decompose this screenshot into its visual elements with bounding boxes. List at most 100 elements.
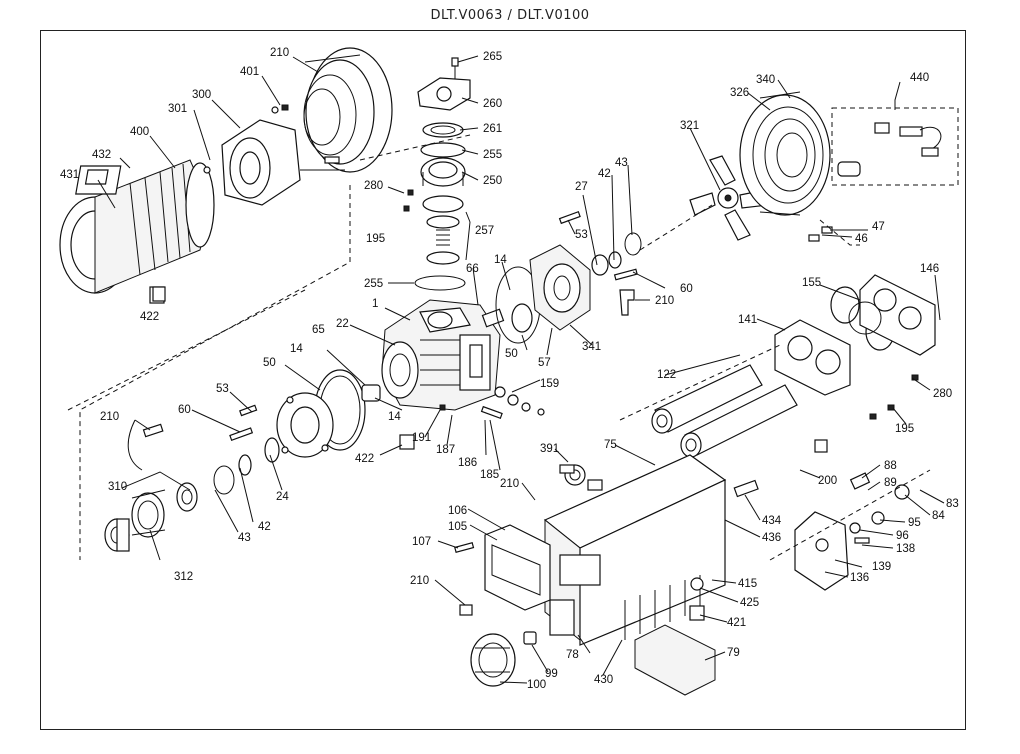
label-185: 185 xyxy=(480,469,499,481)
label-79: 79 xyxy=(727,647,740,659)
label-43-upper: 43 xyxy=(615,157,628,169)
label-436: 436 xyxy=(762,532,781,544)
diagram-title: DLT.V0063 / DLT.V0100 xyxy=(430,8,590,23)
separator-housing xyxy=(543,454,727,646)
label-280-lower: 280 xyxy=(933,388,952,400)
label-301: 301 xyxy=(168,103,187,115)
label-95: 95 xyxy=(908,517,921,529)
label-138: 138 xyxy=(896,543,915,555)
label-321: 321 xyxy=(680,120,699,132)
oil-filter xyxy=(459,604,537,687)
label-191: 191 xyxy=(412,432,431,444)
rotor-assembly-left xyxy=(213,369,381,495)
label-50-right: 50 xyxy=(505,348,518,360)
assembly-outlines xyxy=(67,134,931,561)
label-187: 187 xyxy=(436,444,455,456)
label-310: 310 xyxy=(108,481,127,493)
label-300: 300 xyxy=(192,89,211,101)
label-341: 341 xyxy=(582,341,601,353)
label-24: 24 xyxy=(276,491,289,503)
label-83: 83 xyxy=(946,498,959,510)
label-107: 107 xyxy=(412,536,431,548)
label-340: 340 xyxy=(756,74,775,86)
label-99: 99 xyxy=(545,668,558,680)
label-155: 155 xyxy=(802,277,821,289)
label-255-lower: 255 xyxy=(364,278,383,290)
label-422-lower: 422 xyxy=(355,453,374,465)
label-14-left: 14 xyxy=(290,343,303,355)
label-1: 1 xyxy=(372,298,378,310)
label-14-lower: 14 xyxy=(388,411,401,423)
label-430: 430 xyxy=(594,674,613,686)
label-141: 141 xyxy=(738,314,757,326)
label-88: 88 xyxy=(884,460,897,472)
label-195-upper: 195 xyxy=(366,233,385,245)
label-60-lower: 60 xyxy=(178,404,191,416)
label-106: 106 xyxy=(448,505,467,517)
coupling-assembly xyxy=(104,419,198,552)
label-66: 66 xyxy=(466,263,479,275)
label-96: 96 xyxy=(896,530,909,542)
label-326: 326 xyxy=(730,87,749,99)
label-255-upper: 255 xyxy=(483,149,502,161)
label-210-hose: 210 xyxy=(655,295,674,307)
label-250: 250 xyxy=(483,175,502,187)
label-42-upper: 42 xyxy=(598,168,611,180)
label-210-drain: 210 xyxy=(410,575,429,587)
label-60-upper: 60 xyxy=(680,283,693,295)
leader-lines xyxy=(97,55,945,684)
label-43-lower: 43 xyxy=(238,532,251,544)
motor-flange xyxy=(203,104,301,206)
label-440: 440 xyxy=(910,72,929,84)
label-46: 46 xyxy=(855,233,868,245)
label-210-left-hose: 210 xyxy=(100,411,119,423)
label-146: 146 xyxy=(920,263,939,275)
label-415: 415 xyxy=(738,578,757,590)
label-53-upper: 53 xyxy=(575,229,588,241)
end-cover-right xyxy=(495,210,642,344)
valve-stack xyxy=(403,57,471,291)
label-261: 261 xyxy=(483,123,502,135)
label-122: 122 xyxy=(657,369,676,381)
label-186: 186 xyxy=(458,457,477,469)
motor xyxy=(59,159,215,304)
label-265: 265 xyxy=(483,51,502,63)
label-425: 425 xyxy=(740,597,759,609)
label-53-lower: 53 xyxy=(216,383,229,395)
fan-cover xyxy=(739,91,831,216)
label-434: 434 xyxy=(762,515,782,527)
label-84: 84 xyxy=(932,510,945,522)
gas-ballast-parts xyxy=(733,439,910,591)
label-210-pulley: 210 xyxy=(270,47,289,59)
label-27: 27 xyxy=(575,181,588,193)
label-78: 78 xyxy=(566,649,579,661)
label-422-motor: 422 xyxy=(140,311,159,323)
drawing-frame xyxy=(40,30,966,730)
gauge-kit xyxy=(831,107,959,186)
label-195-lower: 195 xyxy=(895,423,914,435)
label-260: 260 xyxy=(483,98,502,110)
label-200: 200 xyxy=(818,475,837,487)
label-100: 100 xyxy=(527,679,546,691)
label-432: 432 xyxy=(92,149,111,161)
label-139: 139 xyxy=(872,561,891,573)
label-312: 312 xyxy=(174,571,193,583)
exhaust-filters xyxy=(651,364,798,458)
label-57: 57 xyxy=(538,357,551,369)
sight-glass-plate xyxy=(634,624,716,696)
service-cover xyxy=(454,524,551,611)
label-50-left: 50 xyxy=(263,357,276,369)
label-391: 391 xyxy=(540,443,559,455)
fan-pulley xyxy=(300,47,393,173)
label-401: 401 xyxy=(240,66,259,78)
callout-labels: 431 432 400 301 300 401 210 265 260 261 … xyxy=(60,47,959,691)
label-431: 431 xyxy=(60,169,79,181)
label-22: 22 xyxy=(336,318,349,330)
filter-plates xyxy=(774,274,936,396)
label-421: 421 xyxy=(727,617,746,629)
label-47: 47 xyxy=(872,221,885,233)
pump-housing xyxy=(381,299,505,411)
label-89: 89 xyxy=(884,477,897,489)
label-210-fitting: 210 xyxy=(500,478,519,490)
